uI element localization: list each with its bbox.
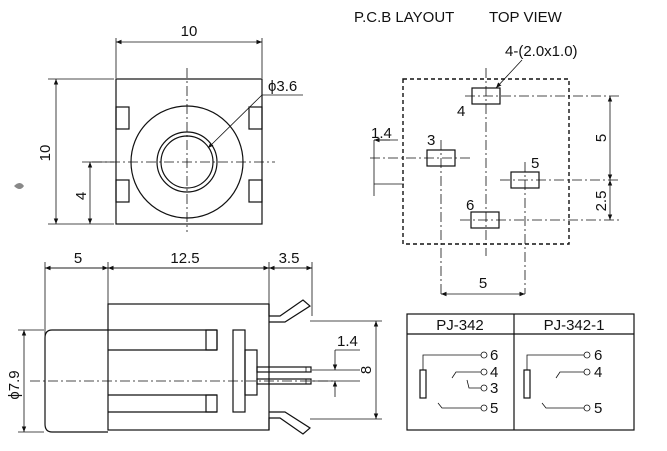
side-view: 5 12.5 3.5 ϕ7.9 (6, 250, 382, 435)
pad-label-5: 5 (531, 155, 539, 172)
pad-label-4: 4 (457, 103, 465, 120)
dim-hole-dia: ϕ3.6 (268, 78, 297, 95)
dim-width: 10 (181, 23, 198, 40)
dim-right-25: 2.5 (593, 191, 610, 212)
pad-label-3: 3 (427, 132, 435, 149)
schematic-table: PJ-342 PJ-342-1 6 4 3 5 6 4 5 (406, 313, 635, 431)
dim-side-left: 5 (74, 250, 82, 267)
table-col-pj342: PJ-342 (436, 317, 484, 334)
dim-pad-size: 4-(2.0x1.0) (505, 43, 578, 60)
stray-mark (14, 183, 24, 189)
top-view-body (115, 78, 263, 225)
right-pin-6: 6 (594, 347, 602, 364)
dim-side-right: 3.5 (279, 250, 300, 267)
dim-pin-span: 8 (358, 366, 375, 374)
dim-pin-pitch: 1.4 (337, 333, 358, 350)
top-view-title: TOP VIEW (489, 9, 563, 26)
right-pin-5: 5 (594, 400, 602, 417)
dim-bottom-5: 5 (479, 275, 487, 292)
pad-label-6: 6 (466, 197, 474, 214)
table-col-pj342-1: PJ-342-1 (544, 317, 605, 334)
pcb-layout: 4 3 5 6 4-(2.0x1.0) 1.4 5 2.5 5 (370, 43, 620, 297)
dim-right-5: 5 (593, 134, 610, 142)
left-pin-6: 6 (490, 347, 498, 364)
dim-side-middle: 12.5 (170, 250, 199, 267)
dim-offset: 4 (73, 192, 90, 200)
pcb-layout-title: P.C.B LAYOUT (354, 9, 454, 26)
top-view: 10 10 4 ϕ3.6 (37, 23, 303, 232)
dim-height: 10 (37, 145, 54, 162)
left-pin-4: 4 (490, 364, 498, 381)
right-pin-4: 4 (594, 364, 602, 381)
dim-side-dia: ϕ7.9 (6, 370, 23, 399)
left-pin-5: 5 (490, 400, 498, 417)
left-pin-3: 3 (490, 380, 498, 397)
dim-left-offset: 1.4 (371, 125, 392, 142)
